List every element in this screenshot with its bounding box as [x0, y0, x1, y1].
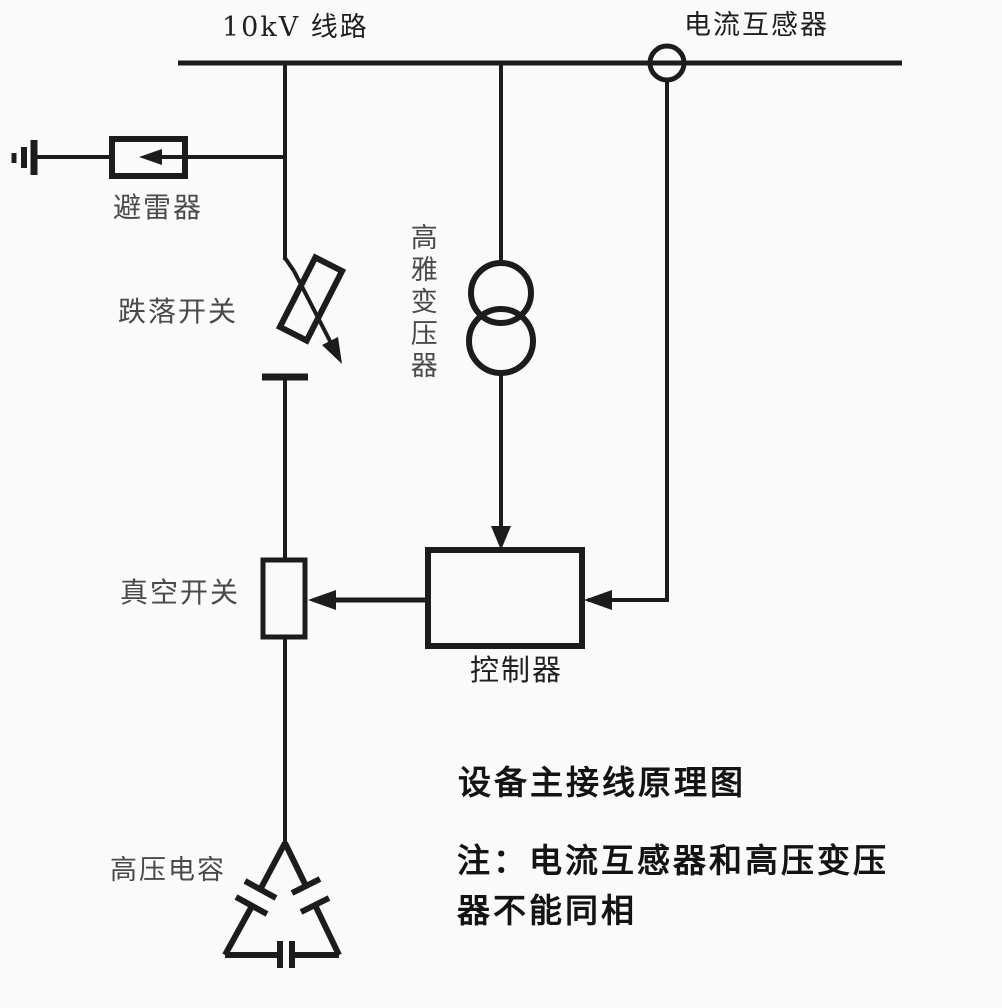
label-hv-transformer: 高雅变压器 [405, 223, 437, 383]
label-dropout-switch: 跌落开关 [118, 295, 239, 328]
diagram-title: 设备主接线原理图 [458, 763, 746, 802]
arrow-into-controller-right [584, 590, 612, 610]
controller-box [425, 547, 585, 649]
surge-arrester-symbol [109, 136, 188, 179]
diagram-note-line2: 器不能同相 [457, 891, 637, 930]
arrow-into-controller-top [491, 526, 511, 550]
arrow-into-vacuum-switch [308, 590, 336, 610]
label-current-transformer: 电流互感器 [684, 10, 829, 41]
ct-signal-wire [588, 80, 669, 602]
vacuum-switch-symbol [260, 557, 308, 640]
label-arrester: 避雷器 [113, 191, 204, 224]
diagram-note-line1: 注：电流互感器和高压变压 [457, 841, 889, 880]
label-controller: 控制器 [470, 653, 564, 687]
dropout-switch-symbol [275, 253, 347, 364]
label-10kv-line: 10kV 线路 [222, 12, 369, 43]
ground-symbol [11, 140, 38, 175]
label-hv-capacitor: 高压电容 [110, 855, 226, 886]
capacitor-delta-symbol [222, 841, 342, 968]
transformer-symbol [466, 260, 536, 376]
label-vacuum-switch: 真空开关 [120, 576, 241, 609]
